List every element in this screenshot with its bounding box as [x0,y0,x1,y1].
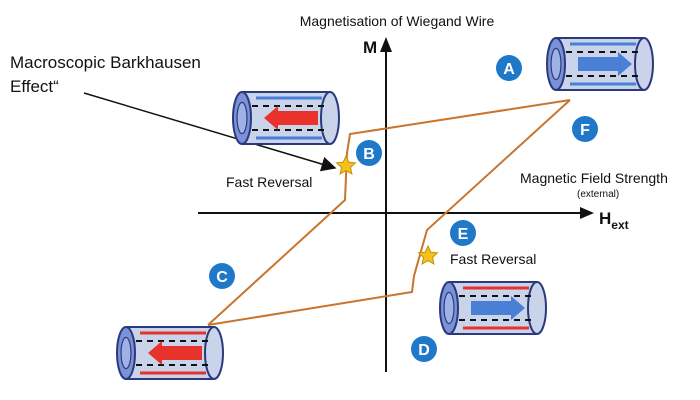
wire-cylinder-d [439,281,547,335]
cylinder-back-face [527,281,547,335]
annotation-line-2: Effect“ [10,77,59,96]
cylinder-back-face [204,326,224,380]
marker-e-label: E [458,226,469,243]
core-arrow-icon [471,296,525,320]
marker-a: A [496,55,522,81]
marker-c-label: C [216,269,228,286]
hysteresis-loop-upper [207,99,571,326]
diagram-title: Magnetisation of Wiegand Wire [300,13,495,29]
fast-reversal-label-upper: Fast Reversal [226,174,312,190]
marker-e: E [450,220,476,246]
marker-a-label: A [503,61,515,78]
annotation-line-1: Macroscopic Barkhausen [10,53,201,72]
x-axis-arrowhead [580,207,594,219]
marker-c: C [209,263,235,289]
fast-reversal-label-lower: Fast Reversal [450,251,536,267]
marker-f: F [572,116,598,142]
annotation-arrow [83,92,337,172]
core-arrow-icon [578,52,632,76]
x-axis-caption-sub: (external) [577,189,619,200]
wire-cylinder-a [546,37,654,91]
cylinder-core-face [443,291,455,325]
hysteresis-loop-lower [207,99,571,326]
x-axis-label: Hext [599,209,629,232]
y-axis-label: M [363,38,377,57]
cylinder-back-face [320,91,340,145]
cylinder-core-face [236,101,248,135]
cylinder-core-face [120,336,132,370]
core-arrow-icon [264,106,318,130]
x-axis-caption: Magnetic Field Strength [520,170,668,186]
x-axis-label-sub: ext [611,218,628,232]
marker-b-label: B [363,146,375,163]
wire-cylinder-c [116,326,224,380]
wire-cylinder-b [232,91,340,145]
marker-b: B [356,140,382,166]
star-icon-lower [417,244,439,265]
marker-f-label: F [580,122,590,139]
cylinder-core-face [550,47,562,81]
y-axis-arrowhead [380,37,392,52]
marker-d-label: D [418,342,430,359]
star-icon-upper [335,154,357,175]
marker-d: D [411,336,437,362]
x-axis-label-main: H [599,209,611,228]
core-arrow-icon [148,341,202,365]
cylinder-back-face [634,37,654,91]
